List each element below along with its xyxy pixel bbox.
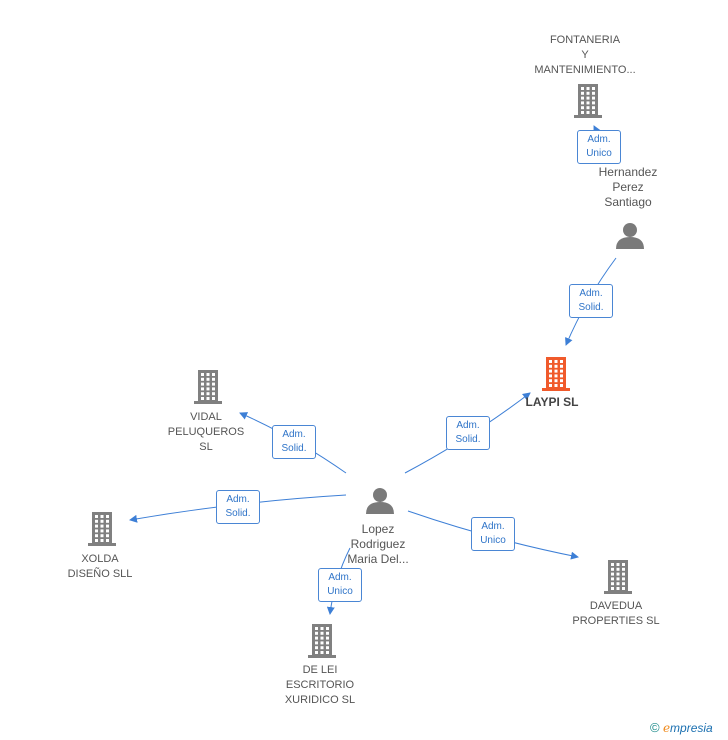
role-badge-hernandez-fontaneria[interactable]: Adm. Unico <box>577 130 621 164</box>
node-label-line: Maria Del... <box>347 552 409 566</box>
node-label-delei[interactable]: DE LEI ESCRITORIO XURIDICO SL <box>260 663 380 708</box>
node-label-line: XOLDA <box>81 553 119 565</box>
building-icon-delei[interactable] <box>308 624 336 658</box>
person-icon-lopez[interactable] <box>366 488 394 514</box>
role-badge-line: Adm. <box>481 521 505 532</box>
role-badge-line: Solid. <box>225 508 251 519</box>
role-badge-line: Adm. <box>328 572 352 583</box>
node-label-line: PROPERTIES SL <box>572 615 660 627</box>
brand-rest: mpresia <box>670 721 713 735</box>
node-label-line: Santiago <box>604 195 652 209</box>
node-label-line: LAYPI SL <box>525 395 579 409</box>
role-badge-line: Unico <box>327 586 353 597</box>
node-label-fontaneria[interactable]: FONTANERIA Y MANTENIMIENTO... <box>525 33 645 78</box>
building-icon-xolda[interactable] <box>88 512 116 546</box>
node-label-laypi[interactable]: LAYPI SL <box>492 395 612 410</box>
empresia-watermark[interactable]: © empresia <box>650 720 713 735</box>
role-badge-line: Adm. <box>456 420 480 431</box>
role-badge-line: Adm. <box>579 288 603 299</box>
role-badge-line: Solid. <box>281 443 307 454</box>
person-icon-hernandez[interactable] <box>616 223 644 249</box>
node-label-line: SL <box>199 441 213 453</box>
brand-initial: e <box>662 721 671 735</box>
role-badge-lopez-delei[interactable]: Adm. Unico <box>318 568 362 602</box>
node-label-line: DE LEI <box>302 664 338 676</box>
node-label-line: VIDAL <box>190 411 222 423</box>
building-icon-fontaneria[interactable] <box>574 84 602 118</box>
role-badge-line: Adm. <box>226 494 250 505</box>
role-badge-line: Unico <box>480 535 506 546</box>
node-label-line: Lopez <box>361 522 395 536</box>
node-label-line: Perez <box>612 180 644 194</box>
node-label-line: MANTENIMIENTO... <box>534 64 636 76</box>
building-icon-laypi[interactable] <box>542 357 570 391</box>
role-badge-lopez-vidal[interactable]: Adm. Solid. <box>272 425 316 459</box>
node-label-line: FONTANERIA <box>549 34 621 46</box>
role-badge-lopez-davedua[interactable]: Adm. Unico <box>471 517 515 551</box>
node-label-line: ESCRITORIO <box>285 679 355 691</box>
node-label-line: DISEÑO SLL <box>67 568 133 580</box>
role-badge-line: Unico <box>586 148 612 159</box>
node-label-line: Hernandez <box>598 165 658 179</box>
copyright-symbol: © <box>650 720 660 735</box>
role-badge-lopez-xolda[interactable]: Adm. Solid. <box>216 490 260 524</box>
role-badge-line: Solid. <box>455 434 481 445</box>
role-badge-line: Solid. <box>578 302 604 313</box>
node-label-line: XURIDICO SL <box>284 694 356 706</box>
role-badge-line: Adm. <box>282 429 306 440</box>
role-badge-line: Adm. <box>587 134 611 145</box>
node-label-davedua[interactable]: DAVEDUA PROPERTIES SL <box>556 599 676 629</box>
node-label-line: DAVEDUA <box>589 600 643 612</box>
node-label-line: Y <box>581 49 589 61</box>
node-label-line: Rodriguez <box>350 537 406 551</box>
node-label-xolda[interactable]: XOLDA DISEÑO SLL <box>40 552 160 582</box>
node-label-vidal[interactable]: VIDAL PELUQUEROS SL <box>146 410 266 455</box>
building-icon-davedua[interactable] <box>604 560 632 594</box>
role-badge-hernandez-laypi[interactable]: Adm. Solid. <box>569 284 613 318</box>
building-icon-vidal[interactable] <box>194 370 222 404</box>
node-label-line: PELUQUEROS <box>167 426 245 438</box>
icons-layer <box>88 84 644 658</box>
role-badge-lopez-laypi[interactable]: Adm. Solid. <box>446 416 490 450</box>
